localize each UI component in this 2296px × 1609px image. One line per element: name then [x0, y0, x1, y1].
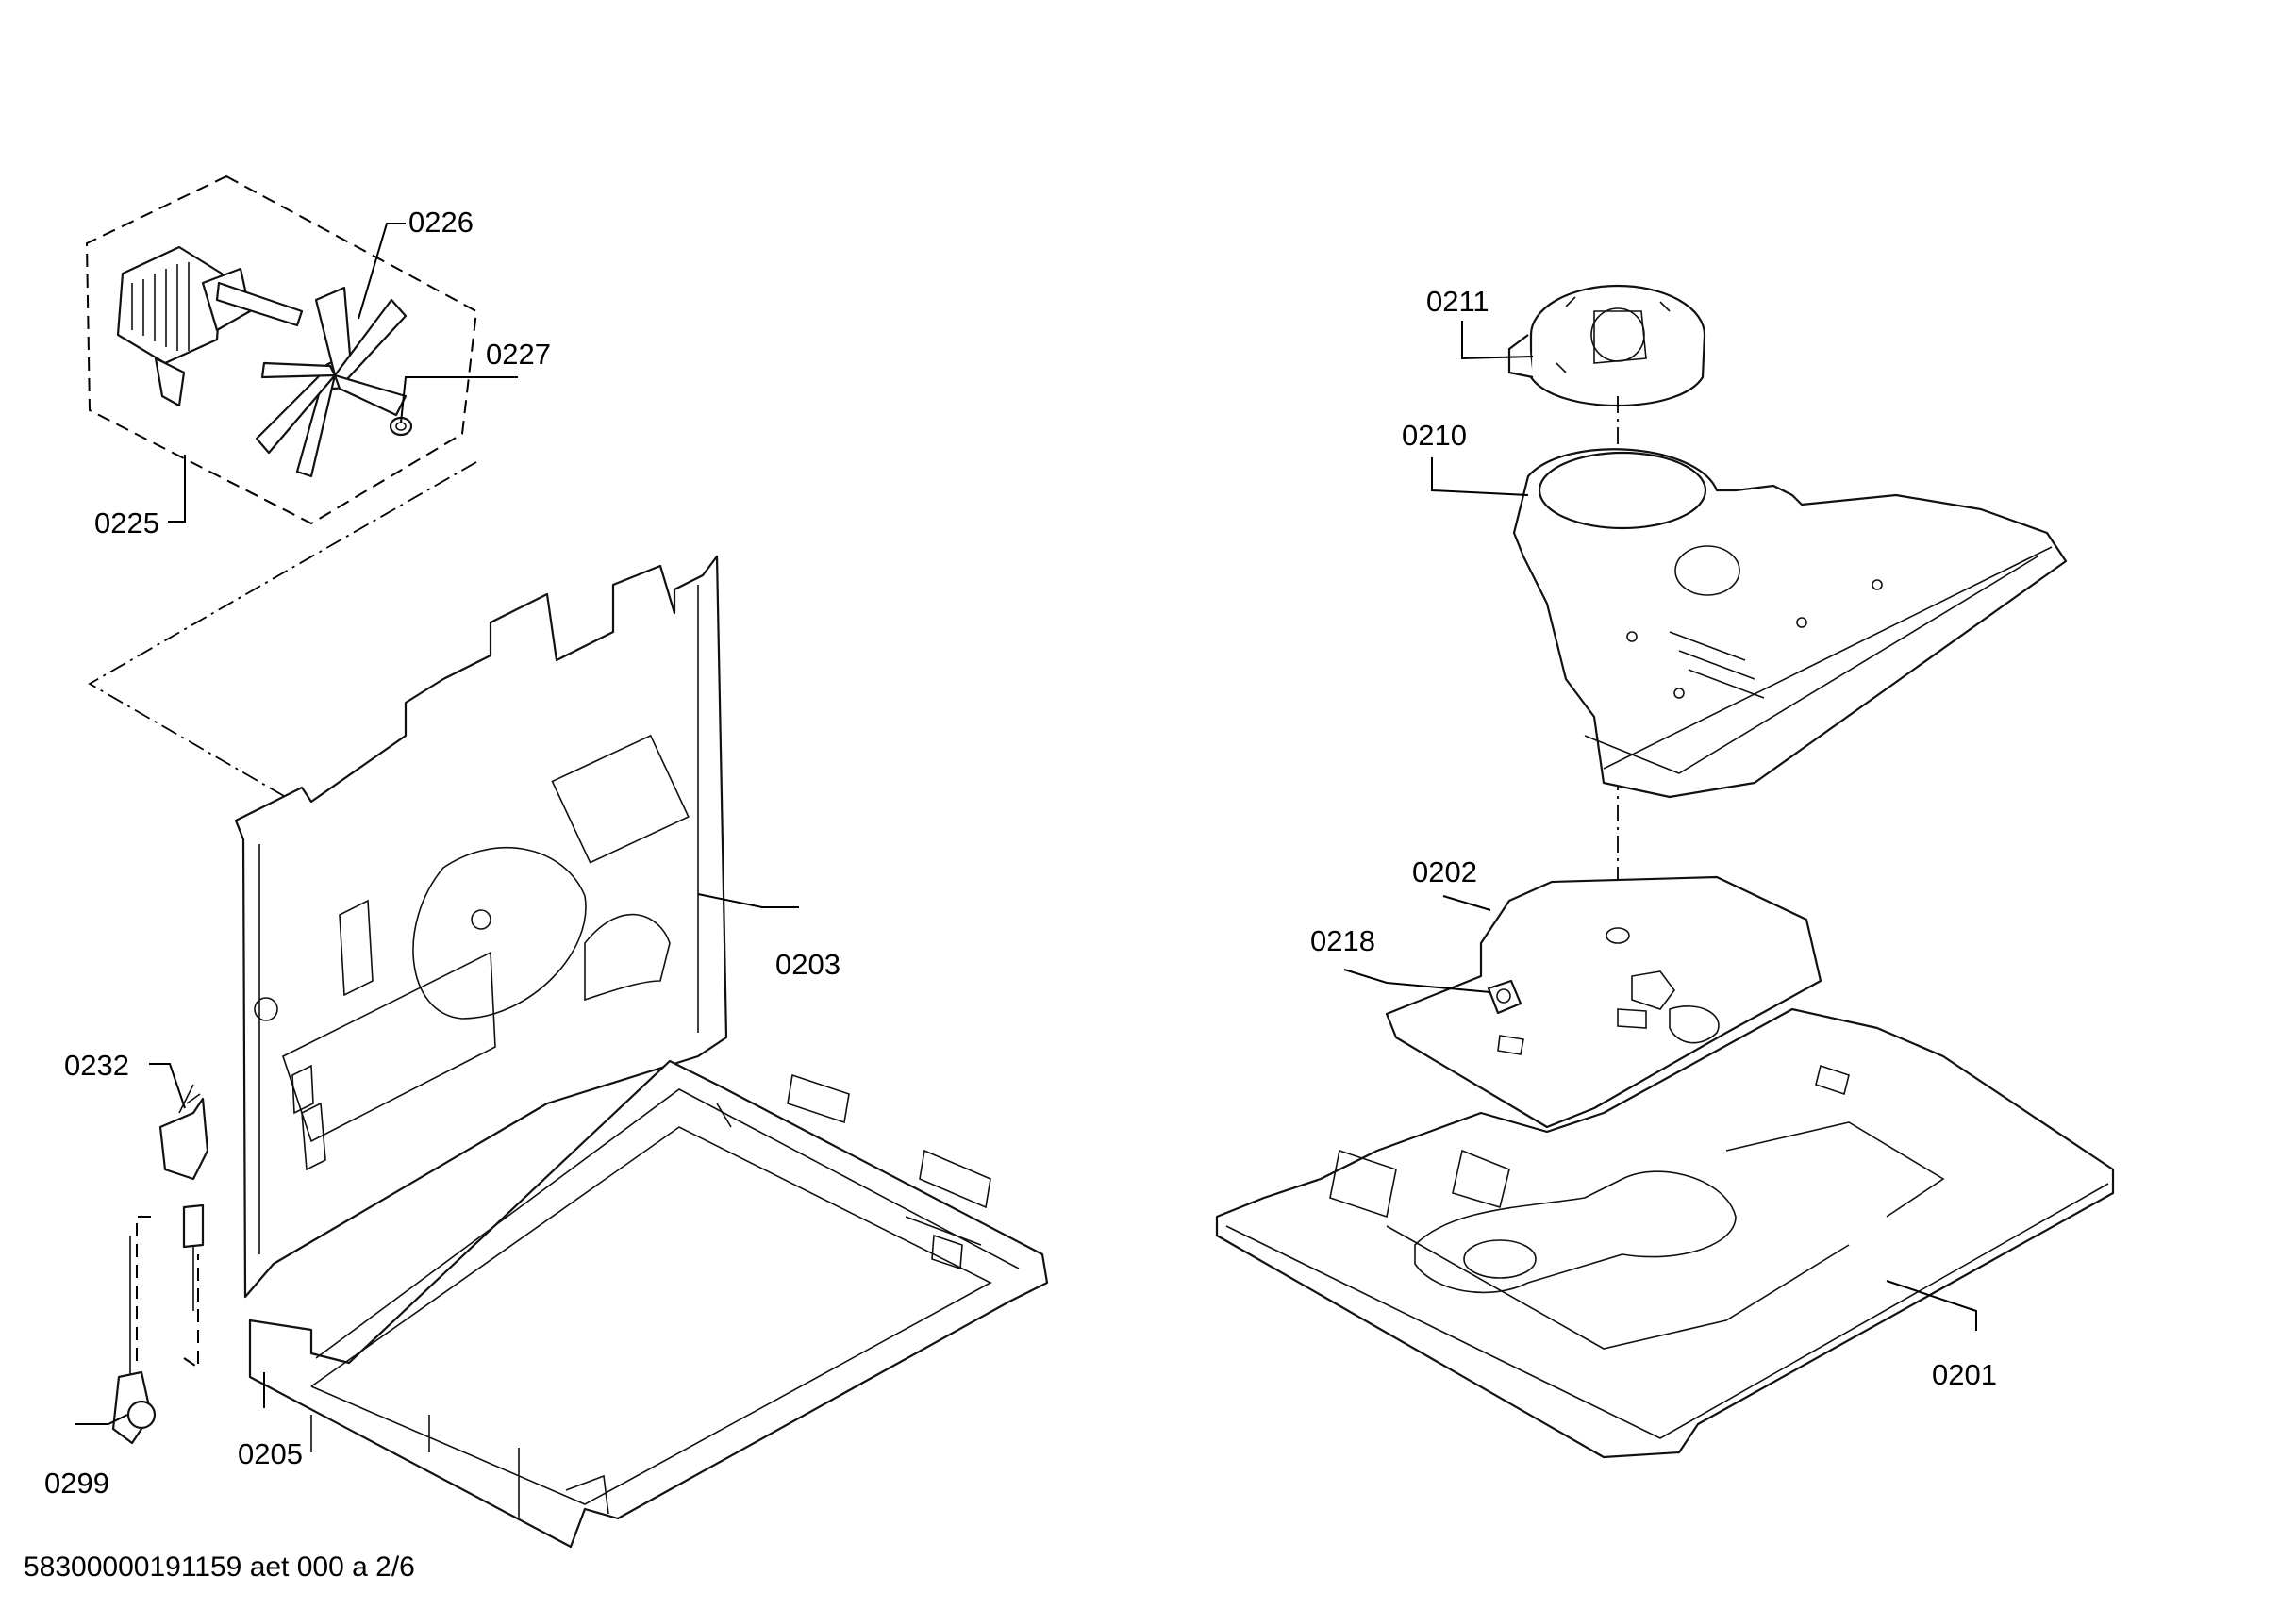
document-footer-code: 58300000191159 aet 000 a 2/6: [24, 1551, 415, 1583]
callout-0227: 0227: [486, 338, 551, 371]
motor-icon: [116, 245, 304, 407]
callout-0205: 0205: [238, 1437, 303, 1470]
callout-0203: 0203: [775, 948, 840, 981]
connector-0232: [158, 1084, 209, 1311]
callout-0210: 0210: [1402, 419, 1467, 452]
fan-blade-icon-0226: [255, 286, 408, 478]
frame-0205: [248, 1059, 1049, 1549]
air-duct-0210: [1512, 448, 2068, 799]
leader-lines: [75, 223, 1977, 1425]
base-plate-0201: [1215, 1007, 2115, 1459]
callout-0202: 0202: [1412, 855, 1477, 888]
cover-plate-0202: [1385, 875, 1822, 1129]
blower-fan-0211: [1507, 284, 1706, 407]
back-panel-0203: [234, 555, 728, 1299]
thermostat-0218: [1487, 979, 1522, 1015]
callout-0218: 0218: [1310, 924, 1375, 957]
callout-0201: 0201: [1932, 1358, 1997, 1391]
fan-motor-assembly-0225: [85, 174, 478, 525]
callout-0232: 0232: [64, 1049, 129, 1082]
power-cable-0299: [111, 1236, 157, 1445]
callout-0226: 0226: [408, 206, 474, 239]
callout-0299: 0299: [44, 1467, 109, 1500]
callout-0225: 0225: [94, 506, 159, 539]
callout-0211: 0211: [1426, 285, 1489, 318]
